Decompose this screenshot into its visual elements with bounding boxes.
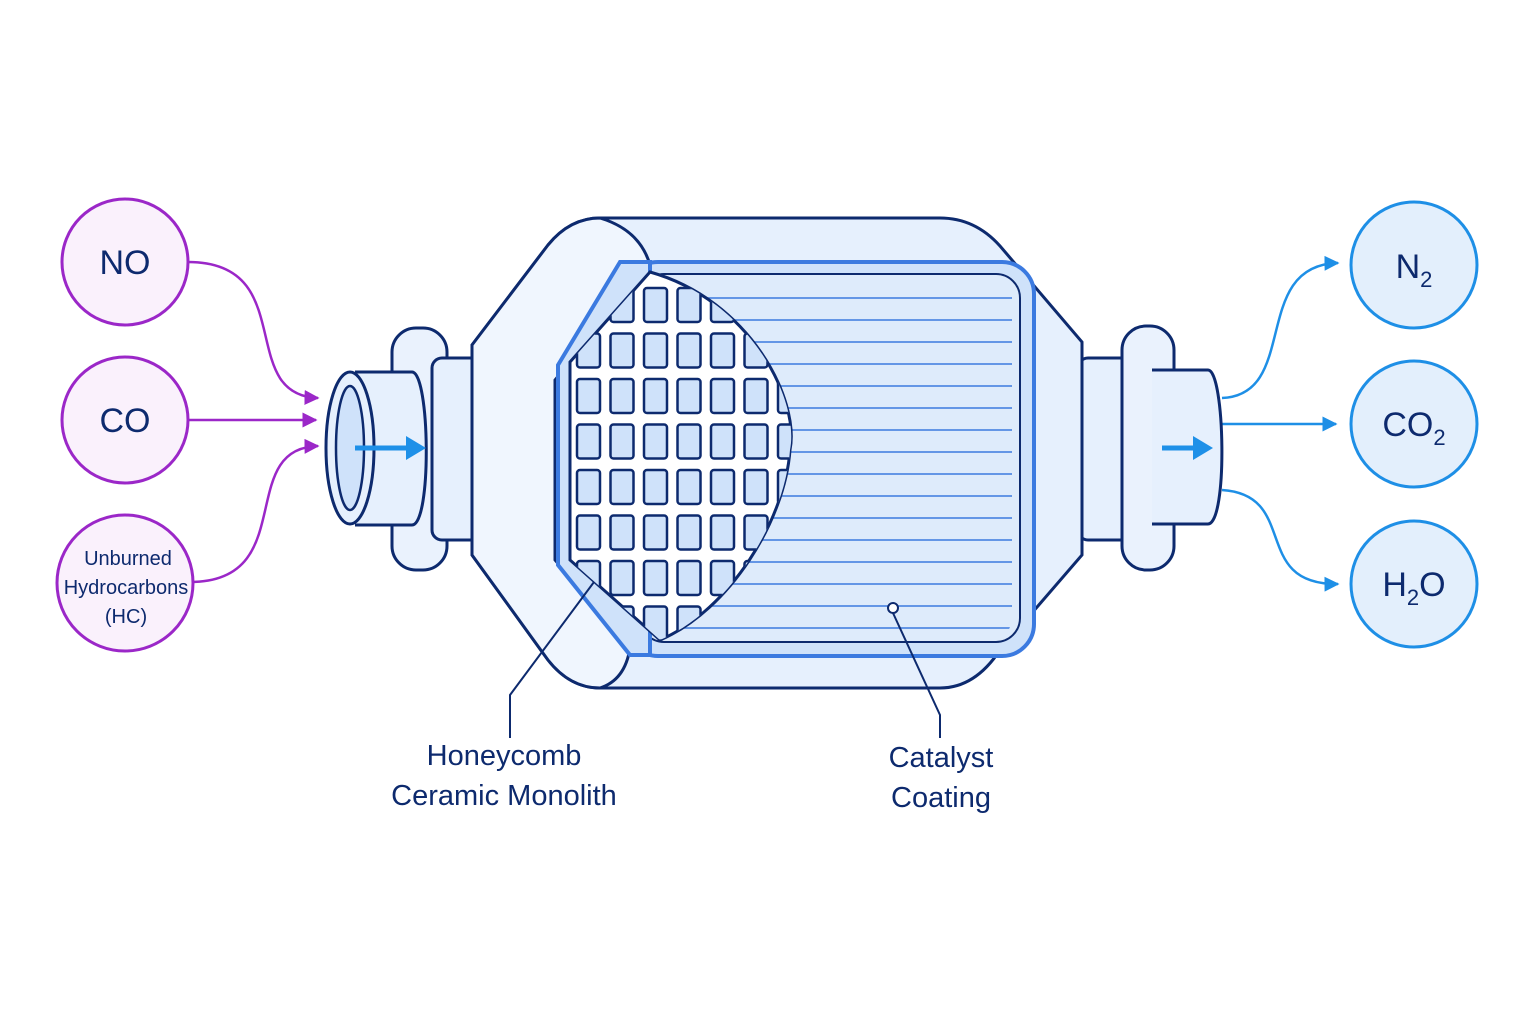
honeycomb-cell	[642, 377, 669, 415]
input-co-label: CO	[100, 402, 151, 440]
outlet-pipe	[1076, 324, 1224, 572]
honeycomb-cell	[642, 559, 669, 597]
outlet-flow-arrow-icon	[1162, 436, 1213, 460]
converter-body	[470, 216, 1084, 690]
honeycomb-cell	[709, 468, 736, 506]
honeycomb-cell	[676, 377, 702, 415]
honeycomb-cell	[709, 377, 736, 415]
honeycomb-cell	[676, 468, 702, 506]
honeycomb-cell	[709, 332, 736, 369]
honeycomb-cell	[575, 423, 602, 460]
honeycomb-cell	[676, 514, 702, 551]
honeycomb-cell	[642, 423, 669, 460]
input-connectors	[187, 260, 320, 584]
input-hc-label-line-2: Hydrocarbons	[64, 577, 189, 599]
honeycomb-cell	[642, 514, 669, 551]
output-n2-node: N2	[1349, 200, 1479, 330]
shell-front-panel	[470, 216, 652, 690]
output-h2o-node: H2O	[1349, 519, 1479, 649]
honeycomb-cell	[642, 286, 669, 324]
output-co2-label: CO2	[1382, 406, 1445, 450]
honeycomb-cell	[609, 423, 635, 460]
circle-icon	[55, 513, 195, 653]
callout-labels: Honeycomb Ceramic Monolith Catalyst Coat…	[391, 740, 993, 814]
output-connectors	[1221, 255, 1340, 592]
input-hc-label-line-1: Unburned	[84, 548, 172, 570]
honeycomb-cell	[575, 468, 602, 506]
coating-label-line-1: Catalyst	[889, 742, 994, 774]
circle-icon	[60, 355, 190, 485]
honeycomb-cell	[709, 423, 736, 460]
circle-icon	[1349, 200, 1479, 330]
honeycomb-cell	[642, 332, 669, 369]
honeycomb-cell	[743, 377, 769, 415]
monolith-label-line-1: Honeycomb	[427, 740, 582, 772]
coating-leader	[892, 612, 941, 738]
honeycomb-cell	[676, 559, 702, 597]
honeycomb-cell	[609, 468, 635, 506]
input-co-node: CO	[60, 355, 190, 485]
outlet-to-n2-arrow	[1221, 255, 1340, 400]
hc-to-inlet-arrow	[189, 438, 320, 584]
honeycomb-cell	[575, 377, 602, 415]
output-products: N2 CO2 H2O	[1349, 200, 1479, 649]
callout-leaders	[509, 581, 941, 738]
output-h2o-label: H2O	[1382, 566, 1445, 610]
honeycomb-cell	[676, 332, 702, 369]
inlet-flow-arrow-icon	[355, 436, 426, 460]
input-hc-node: Unburned Hydrocarbons (HC)	[55, 513, 195, 653]
honeycomb-cell	[676, 286, 702, 324]
no-to-inlet-arrow	[187, 260, 320, 405]
circle-icon	[1349, 519, 1479, 649]
honeycomb-cell	[609, 514, 635, 551]
coating-label-line-2: Coating	[891, 782, 991, 814]
honeycomb-cell	[642, 468, 669, 506]
output-co2-node: CO2	[1349, 359, 1479, 489]
catalyst-coating-marker	[887, 602, 899, 614]
input-hc-label-line-3: (HC)	[105, 606, 147, 628]
circle-icon	[1349, 359, 1479, 489]
input-no-node: NO	[60, 197, 190, 327]
input-pollutants: NO CO Unburned Hydrocarbons (HC)	[55, 197, 195, 653]
honeycomb-cell	[709, 514, 736, 551]
output-n2-label: N2	[1396, 248, 1433, 292]
outlet-to-h2o-arrow	[1221, 488, 1340, 592]
monolith-leader	[509, 581, 595, 738]
inlet-pipe	[324, 326, 494, 572]
honeycomb-cell	[609, 377, 635, 415]
honeycomb-cell	[676, 423, 702, 460]
honeycomb-cell	[743, 423, 769, 460]
honeycomb-cell	[743, 468, 769, 506]
input-no-label: NO	[100, 244, 151, 282]
honeycomb-cell	[609, 332, 635, 369]
circle-icon	[60, 197, 190, 327]
honeycomb-cell	[575, 514, 602, 551]
honeycomb-cell	[609, 559, 635, 597]
monolith-label-line-2: Ceramic Monolith	[391, 780, 617, 812]
